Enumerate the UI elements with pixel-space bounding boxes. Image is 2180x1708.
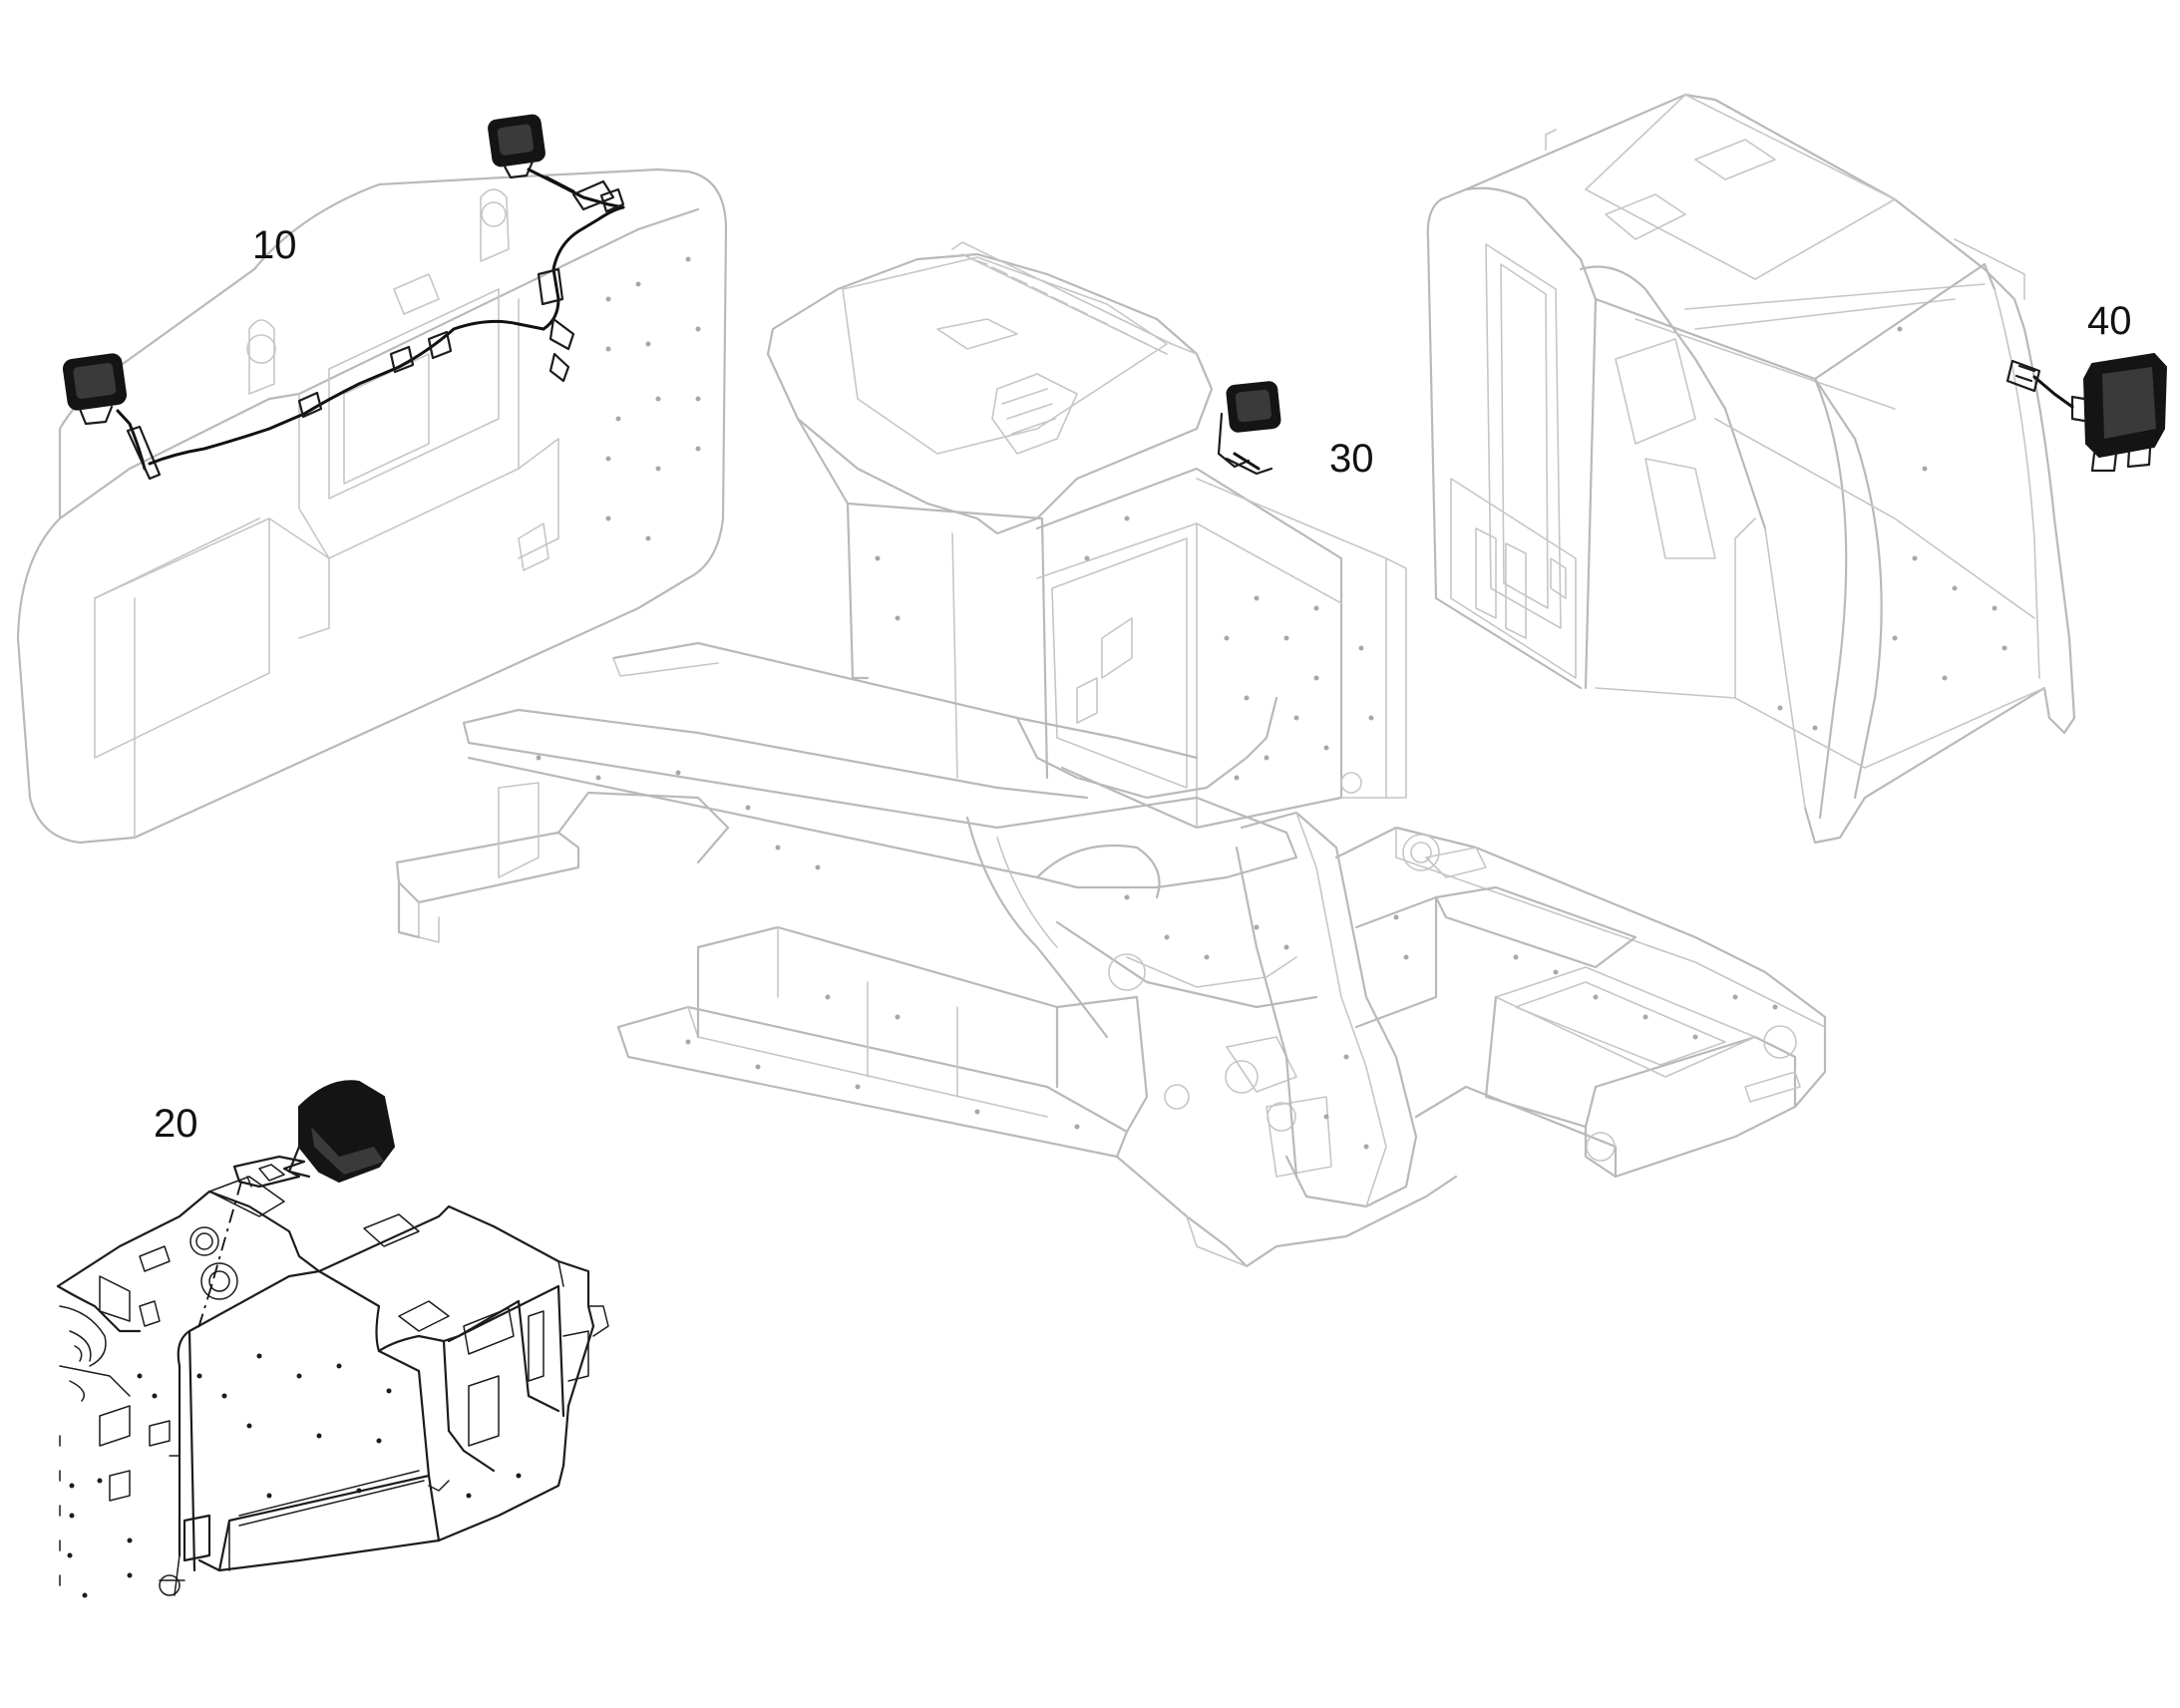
counterweight-holes [605,256,701,541]
part-10-work-lamps-harness [62,114,625,481]
main-chassis-frame [395,641,1827,1268]
part-20-lamp-and-bracket [196,1080,396,1332]
lamp-bracket [232,1155,306,1189]
part-30-work-lamp [1217,381,1281,476]
callout-label-30: 30 [1329,437,1374,481]
detail-holes [67,1353,522,1598]
callout-label-20: 20 [154,1102,198,1146]
detail-inset-mount-area [56,1176,609,1598]
work-lamp-lower [62,353,128,426]
upper-frame-holes [875,515,1374,781]
cab-holes [1777,326,2007,731]
hood-vent-grille [971,258,1148,455]
upper-frame-assembly [766,241,1407,830]
leader-line-20 [210,1181,242,1287]
operator-cab [1426,93,2076,845]
work-lamp-upper [488,114,545,179]
callout-label-10: 10 [252,223,297,267]
counterweight-assembly [16,168,728,845]
chassis-holes [536,755,1778,1150]
callout-label-40: 40 [2087,299,2132,343]
part-40-work-lamp [2005,352,2168,473]
